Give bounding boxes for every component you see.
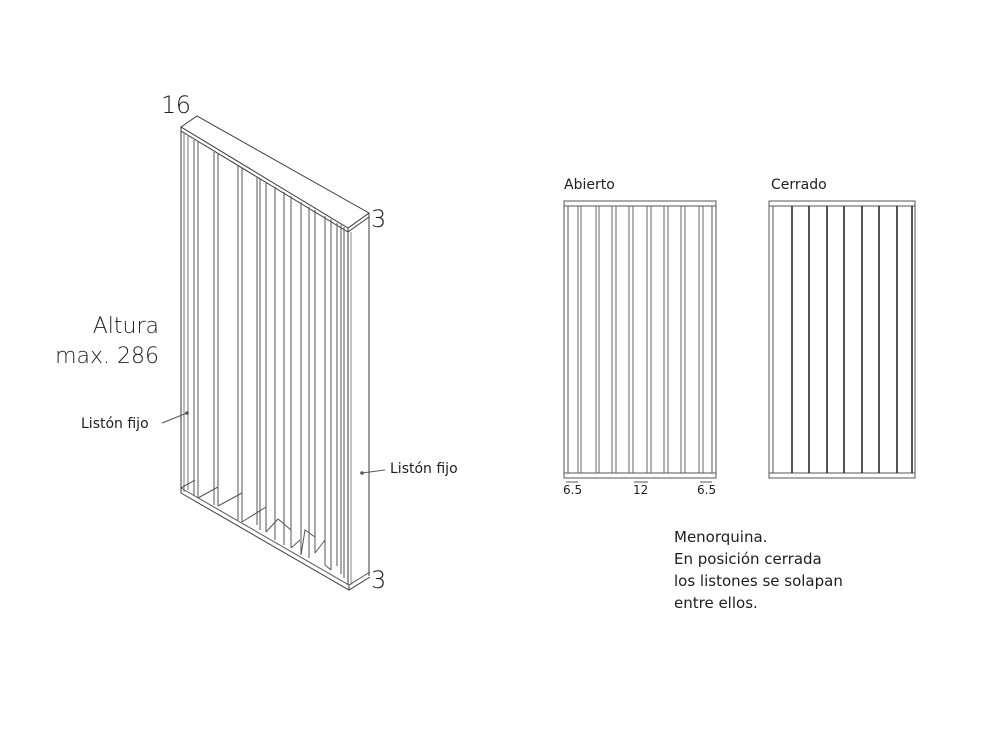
caption-line-1: Menorquina. — [674, 528, 768, 546]
caption-line-3: los listones se solapan — [674, 572, 843, 590]
caption-line-2: En posición cerrada — [674, 550, 822, 568]
open-dim-right: 6.5 — [697, 483, 717, 497]
fixed-slat-left-label: Listón fijo — [81, 416, 149, 432]
open-dim-center: 12 — [633, 483, 649, 497]
height-label-line2: max. 286 — [55, 344, 159, 369]
height-label: Altura max. 286 — [55, 312, 159, 372]
dim-width-16: 16 — [161, 91, 191, 119]
dim-top-depth-3: 3 — [371, 205, 386, 233]
open-dim-left: 6.5 — [563, 483, 583, 497]
dim-bottom-depth-3: 3 — [371, 566, 386, 594]
height-label-line1: Altura — [92, 314, 159, 339]
open-view-title: Abierto — [564, 177, 615, 193]
closed-view-title: Cerrado — [771, 177, 827, 193]
description-caption: Menorquina. En posición cerrada los list… — [674, 526, 843, 614]
caption-line-4: entre ellos. — [674, 594, 758, 612]
fixed-slat-right-label: Listón fijo — [390, 461, 458, 477]
